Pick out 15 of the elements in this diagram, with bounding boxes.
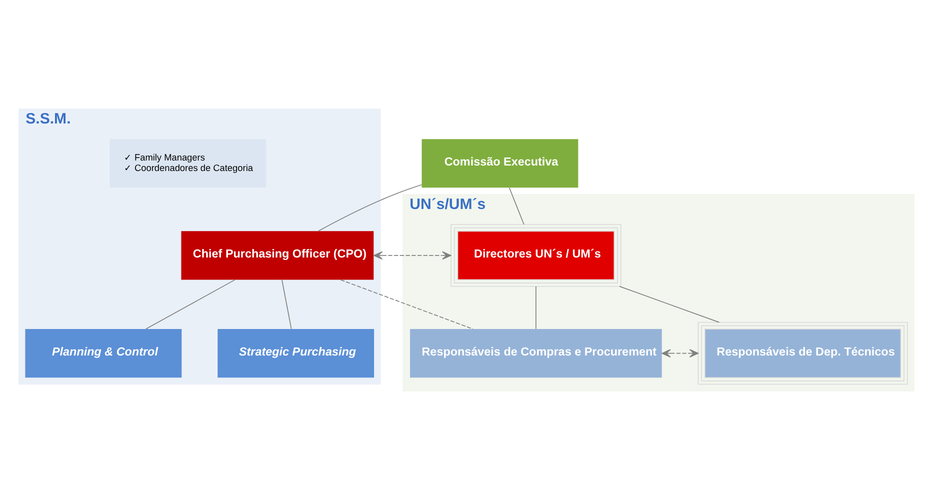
node-box: Responsáveis de Dep. Técnicos — [698, 321, 908, 384]
arrow — [662, 348, 698, 357]
connector — [145, 278, 236, 329]
node-box: Responsáveis de Compras e Procurement — [410, 328, 662, 378]
connector — [340, 278, 474, 329]
connector — [619, 286, 720, 322]
node-box: Strategic Purchasing — [218, 328, 374, 378]
node-box: Comissão Executiva — [422, 138, 578, 188]
node-box: Chief Purchasing Officer (CPO) — [181, 230, 374, 280]
connector — [508, 186, 524, 224]
node-box: Directores UN´s / UM´s — [450, 224, 622, 286]
node-box: Planning & Control — [25, 328, 182, 378]
arrow — [373, 250, 452, 260]
connector — [282, 278, 292, 329]
connector — [318, 184, 422, 232]
